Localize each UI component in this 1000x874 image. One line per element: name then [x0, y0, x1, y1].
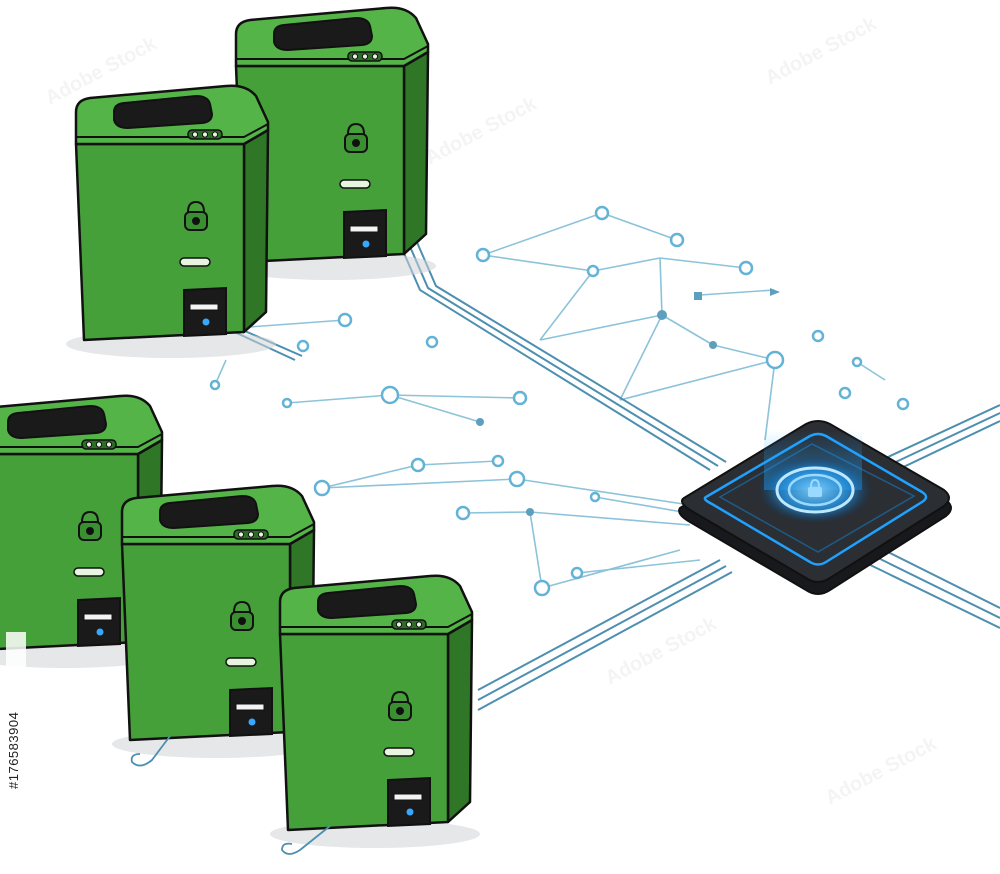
- iot-hub-chip: [678, 420, 952, 595]
- smart-bin-back-left: [64, 84, 278, 360]
- sensor-network: [214, 212, 886, 589]
- signal-spirals: [130, 735, 331, 855]
- network-nodes: [209, 205, 910, 597]
- stock-image-id: #176583904: [6, 632, 26, 868]
- lock-icon: [808, 478, 822, 497]
- smart-bin-front-right: [268, 574, 482, 850]
- network-junctions: [476, 288, 780, 516]
